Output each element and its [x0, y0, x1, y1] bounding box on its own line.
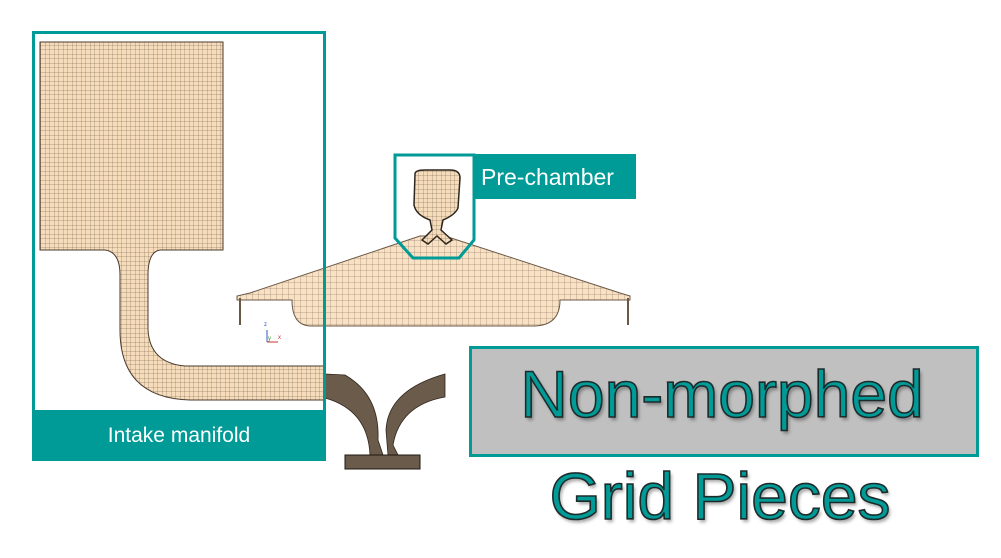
- intake-valve: [324, 373, 446, 470]
- intake-manifold-label: Intake manifold: [107, 424, 251, 447]
- combustion-chamber-mesh: [236, 235, 631, 327]
- axis-x-label: x: [278, 335, 281, 341]
- intake-label-bar: [33, 410, 325, 460]
- prechamber-label-bar: [474, 154, 636, 199]
- intake-manifold-mesh: [39, 41, 326, 401]
- axis-triad: [266, 330, 278, 343]
- axis-z-label: z: [264, 322, 267, 328]
- prechamber-mesh: [413, 169, 461, 245]
- title-line-1: Non-morphed: [519, 356, 924, 432]
- title-box: [469, 346, 979, 457]
- axis-y-label: y: [268, 336, 271, 342]
- prechamber-label: Pre-chamber: [481, 164, 614, 190]
- title-line-2: Grid Pieces: [549, 458, 892, 534]
